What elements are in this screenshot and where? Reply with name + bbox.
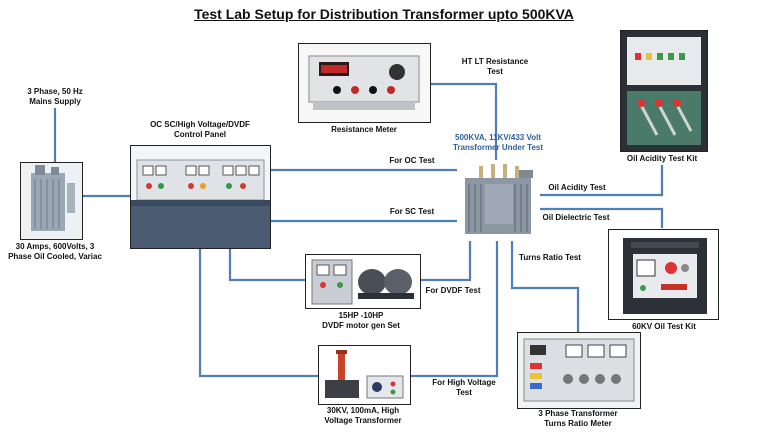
page-title: Test Lab Setup for Distribution Transfor…	[194, 6, 574, 22]
variac-label: 30 Amps, 600Volts, 3 Phase Oil Cooled, V…	[8, 242, 102, 261]
oil-acidity-kit-icon	[621, 31, 707, 151]
hv-transformer-image	[318, 345, 411, 405]
dvdf-test-label: For DVDF Test	[425, 286, 481, 295]
mains-supply-label: 3 Phase, 50 Hz Mains Supply	[27, 87, 83, 106]
resistance-meter-image	[298, 43, 431, 123]
variac-image	[20, 162, 83, 240]
wire-acidity	[540, 165, 664, 197]
wire-ht-lt	[430, 82, 498, 160]
wire-dvdf-xfmr	[420, 241, 472, 282]
hv-transformer-icon	[319, 346, 410, 404]
resistance-meter-icon	[299, 44, 430, 122]
oil-dielectric-test-label: Oil Dielectric Test	[542, 213, 610, 222]
motor-gen-image	[305, 254, 421, 309]
ht-lt-test-label: HT LT Resistance Test	[461, 57, 529, 76]
oil-test-kit-label: 60KV Oil Test Kit	[632, 322, 696, 331]
turns-ratio-meter-image	[517, 332, 641, 409]
hv-transformer-label: 30KV, 100mA, High Voltage Transformer	[324, 406, 402, 425]
variac-icon	[21, 163, 82, 239]
wire-hv-left	[198, 248, 318, 378]
resistance-meter-label: Resistance Meter	[331, 125, 397, 134]
oil-test-kit-image	[608, 229, 719, 320]
turns-ratio-test-label: Turns Ratio Test	[519, 253, 581, 262]
turns-ratio-meter-label: 3 Phase Transformer Turns Ratio Meter	[538, 409, 618, 428]
transformer-icon	[457, 160, 539, 241]
motor-gen-label: 15HP -10HP DVDF motor gen Set	[322, 311, 400, 330]
oc-test-label: For OC Test	[389, 156, 435, 165]
wire-dvdf	[228, 248, 305, 282]
wire-hv-xfmr	[410, 241, 499, 378]
control-panel-icon	[131, 146, 270, 248]
control-panel-image	[130, 145, 271, 249]
oil-test-kit-icon	[609, 230, 718, 319]
transformer-label: 500KVA, 11KV/433 Volt Transformer Under …	[452, 133, 544, 152]
transformer-image	[457, 160, 539, 241]
oil-acidity-kit-label: Oil Acidity Test Kit	[626, 154, 698, 163]
oil-acidity-kit-image	[620, 30, 708, 152]
turns-ratio-meter-icon	[518, 333, 640, 408]
motor-gen-icon	[306, 255, 420, 308]
high-voltage-test-label: For High Voltage Test	[432, 378, 496, 397]
oil-acidity-test-label: Oil Acidity Test	[548, 183, 606, 192]
control-panel-label: OC SC/High Voltage/DVDF Control Panel	[150, 120, 250, 139]
wire-turns	[510, 241, 580, 332]
wire-dielectric	[540, 207, 664, 228]
sc-test-label: For SC Test	[389, 207, 435, 216]
